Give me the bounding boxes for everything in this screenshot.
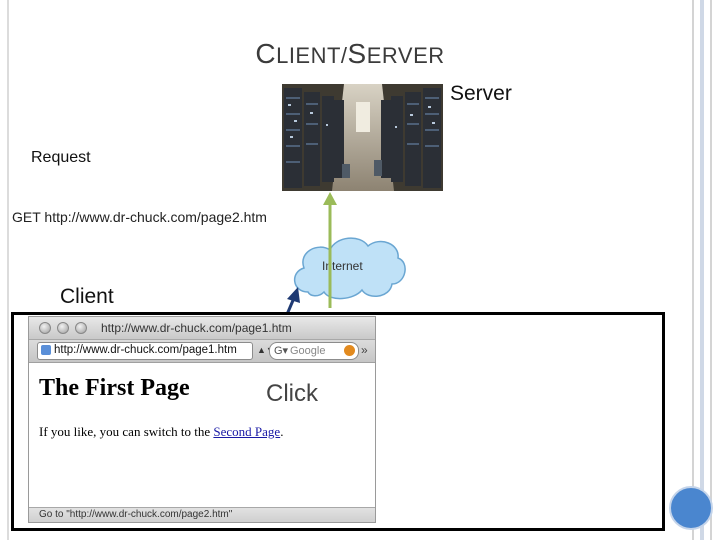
- search-box[interactable]: G▾ Google: [269, 342, 359, 360]
- browser-titlebar: http://www.dr-chuck.com/page1.htm: [29, 317, 375, 340]
- internet-cloud: [294, 237, 406, 300]
- slide-frame-right-outer: [710, 0, 712, 540]
- browser-window-title: http://www.dr-chuck.com/page1.htm: [101, 321, 292, 335]
- internet-label: Internet: [322, 259, 363, 273]
- click-arrowhead: [287, 287, 300, 303]
- minimize-window-button[interactable]: [57, 322, 69, 334]
- status-text: Go to "http://www.dr-chuck.com/page2.htm…: [39, 509, 233, 520]
- click-label: Click: [266, 380, 318, 407]
- slide-frame-left: [7, 0, 9, 540]
- request-label: Request: [31, 149, 91, 166]
- slide-frame-right: [692, 0, 694, 540]
- page-heading: The First Page: [39, 375, 190, 401]
- client-label: Client: [60, 285, 114, 308]
- request-arrowhead: [323, 192, 337, 205]
- decorative-circle: [669, 486, 713, 530]
- slide-title: CLIENT/SERVER: [255, 38, 445, 69]
- browser-window: http://www.dr-chuck.com/page1.htm http:/…: [28, 316, 376, 523]
- server-label: Server: [450, 82, 512, 105]
- search-placeholder: Google: [290, 345, 326, 357]
- browser-status-bar: Go to "http://www.dr-chuck.com/page2.htm…: [29, 507, 375, 522]
- search-go-icon[interactable]: [344, 345, 355, 356]
- search-icon: G▾: [274, 345, 289, 357]
- chevron-more-icon[interactable]: »: [361, 343, 368, 357]
- second-page-link[interactable]: Second Page: [213, 424, 281, 439]
- url-text: http://www.dr-chuck.com/page1.htm: [54, 344, 237, 356]
- page-paragraph: If you like, you can switch to the Secon…: [39, 424, 284, 439]
- get-request-text: GET http://www.dr-chuck.com/page2.htm: [12, 209, 267, 225]
- url-bar[interactable]: http://www.dr-chuck.com/page1.htm: [37, 342, 253, 360]
- slide-frame-right-band: [700, 0, 704, 540]
- zoom-window-button[interactable]: [75, 322, 87, 334]
- server-room-photo: [282, 84, 443, 191]
- url-dropdown-icon[interactable]: ▲▼: [257, 345, 275, 355]
- site-icon: [41, 345, 51, 355]
- browser-toolbar: http://www.dr-chuck.com/page1.htm ▲▼ G▾ …: [29, 340, 375, 363]
- close-window-button[interactable]: [39, 322, 51, 334]
